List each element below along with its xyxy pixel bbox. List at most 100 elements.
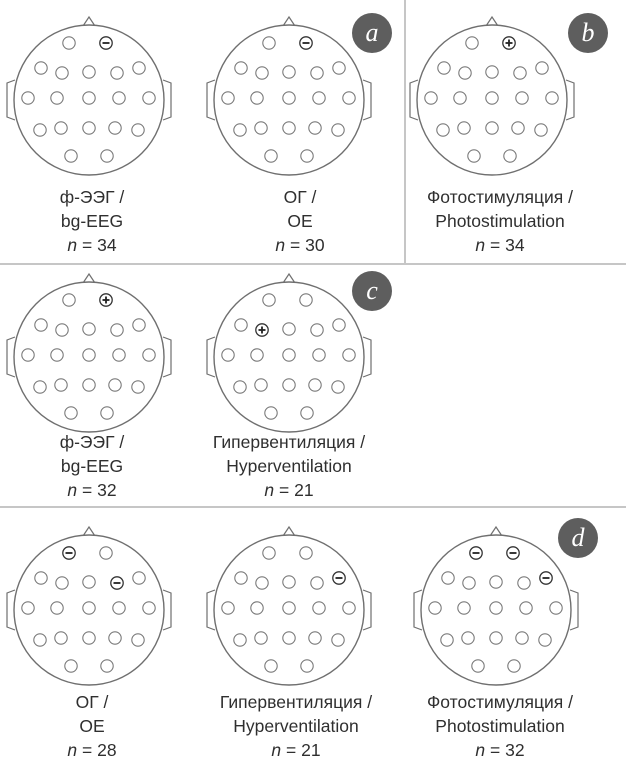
electrode — [233, 380, 247, 394]
electrode — [34, 318, 48, 332]
caption-d3: Фотостимуляция / Photostimulation n = 32 — [400, 690, 600, 762]
electrode — [112, 601, 126, 615]
caption-line-2: OE — [287, 211, 313, 231]
electrode — [535, 61, 549, 75]
electrode — [489, 631, 503, 645]
right-ear-shape — [162, 79, 172, 121]
n-value: = 34 — [82, 235, 117, 255]
electrode — [62, 36, 76, 50]
nose-shape — [82, 272, 96, 284]
right-ear-shape — [362, 336, 372, 378]
badge-circle — [352, 13, 392, 53]
electrode — [132, 61, 146, 75]
electrode — [545, 91, 559, 105]
electrode — [264, 659, 278, 673]
electrode — [308, 631, 322, 645]
electrode — [82, 65, 96, 79]
electrode — [453, 91, 467, 105]
electrode — [33, 123, 47, 137]
panel-label: c — [366, 276, 378, 305]
electrode — [108, 378, 122, 392]
right-ear-shape — [569, 589, 579, 631]
caption-d1: ОГ / OE n = 28 — [0, 690, 192, 762]
n-value: = 32 — [82, 480, 117, 500]
electrode — [517, 576, 531, 590]
nose-shape — [489, 525, 503, 537]
electrode — [131, 123, 145, 137]
electrode — [132, 571, 146, 585]
electrode — [332, 318, 346, 332]
caption-line-2: Photostimulation — [435, 211, 565, 231]
n-value: = 28 — [82, 740, 117, 760]
electrode — [513, 66, 527, 80]
caption-line-1: ф-ЭЭГ / — [59, 187, 125, 207]
head-diagram — [6, 272, 172, 433]
electrode — [54, 631, 68, 645]
electrode — [110, 66, 124, 80]
electrode — [142, 91, 156, 105]
right-ear-shape — [162, 589, 172, 631]
electrode — [250, 601, 264, 615]
head-diagram — [409, 15, 575, 176]
electrode — [436, 123, 450, 137]
electrode — [489, 575, 503, 589]
electrode — [221, 348, 235, 362]
electrode — [511, 121, 525, 135]
electrode — [250, 348, 264, 362]
electrode — [534, 123, 548, 137]
electrode — [503, 149, 517, 163]
electrode — [142, 601, 156, 615]
electrode — [312, 348, 326, 362]
electrode — [82, 631, 96, 645]
head-diagram — [206, 15, 372, 176]
electrode — [142, 348, 156, 362]
electrode — [519, 601, 533, 615]
electrode — [342, 348, 356, 362]
electrode — [310, 66, 324, 80]
badge-circle — [558, 518, 598, 558]
badge-circle — [352, 271, 392, 311]
right-ear-shape — [362, 79, 372, 121]
electrode — [221, 91, 235, 105]
electrode — [300, 149, 314, 163]
left-ear-shape — [206, 336, 216, 378]
electrode — [299, 293, 313, 307]
caption-line-1: ОГ / — [75, 692, 109, 712]
electrode — [100, 149, 114, 163]
electrode — [82, 601, 96, 615]
electrode — [485, 65, 499, 79]
electrode — [234, 571, 248, 585]
panel-badge: b — [568, 13, 608, 53]
electrode — [55, 66, 69, 80]
electrode — [549, 601, 563, 615]
electrode — [424, 91, 438, 105]
n-symbol: n — [475, 740, 486, 760]
electrode — [254, 121, 268, 135]
caption-n: n = 21 — [196, 738, 396, 762]
electrode — [55, 576, 69, 590]
left-ear-shape — [206, 589, 216, 631]
n-symbol: n — [271, 740, 282, 760]
n-symbol: n — [264, 480, 275, 500]
left-ear-shape — [409, 79, 419, 121]
caption-c2: Гипервентиляция / Hyperventilation n = 2… — [189, 430, 389, 502]
electrode — [461, 631, 475, 645]
electrode — [54, 121, 68, 135]
caption-line-1: ф-ЭЭГ / — [59, 432, 125, 452]
caption-line-2: bg-EEG — [60, 211, 124, 231]
electrode — [262, 546, 276, 560]
electrode — [308, 121, 322, 135]
caption-line-2: OE — [79, 716, 105, 736]
electrode — [264, 149, 278, 163]
electrode — [34, 61, 48, 75]
electrode — [21, 348, 35, 362]
electrode — [282, 121, 296, 135]
electrode — [471, 659, 485, 673]
electrode — [234, 318, 248, 332]
electrode — [462, 576, 476, 590]
electrode — [50, 601, 64, 615]
electrode — [485, 121, 499, 135]
electrode — [254, 378, 268, 392]
